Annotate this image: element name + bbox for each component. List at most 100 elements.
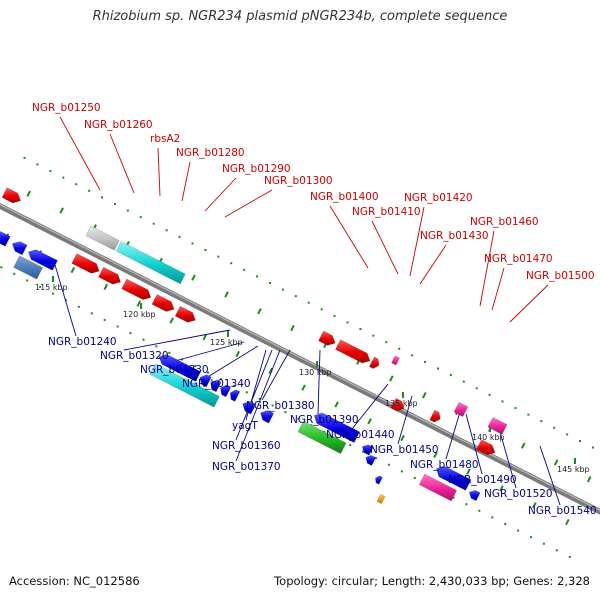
reverse-gene-label: NGR_b01450 [370, 444, 439, 456]
scale-tick [235, 350, 240, 358]
track-dot [320, 308, 323, 311]
forward-gene-label: NGR_b01290 [222, 163, 291, 175]
scale-tick [191, 274, 196, 281]
reverse-gene-label: NGR_b01240 [48, 336, 117, 348]
scale-tick [499, 485, 504, 492]
track-dot [462, 380, 465, 383]
track-dot [449, 374, 452, 377]
gene-cyan [115, 241, 186, 285]
track-dot [284, 411, 287, 414]
forward-leader-line [509, 284, 549, 323]
gene-blue [435, 465, 472, 491]
gene-red [318, 330, 336, 346]
track-dot [39, 286, 42, 289]
track-dot [207, 371, 210, 374]
gene-blue [0, 230, 11, 247]
track-dot [452, 496, 455, 499]
track-dot [530, 536, 533, 539]
track-dot [191, 242, 194, 245]
gene-magenta [453, 401, 469, 417]
reverse-leader-line [499, 431, 517, 489]
track-dot [398, 347, 401, 350]
gene-green [297, 420, 347, 455]
reverse-gene-label: NGR_b01370 [212, 461, 281, 473]
track-dot [116, 325, 119, 328]
track-dot [346, 321, 349, 324]
reverse-leader-line [261, 349, 291, 401]
track-dot [517, 529, 520, 532]
gene-red [390, 397, 405, 412]
track-dot [553, 426, 556, 429]
gene-blue [313, 412, 360, 443]
scale-label: 130 kbp [299, 368, 332, 377]
track-dot [75, 183, 78, 186]
reverse-gene-label: NGR_b01330 [140, 364, 209, 376]
track-dot [501, 400, 504, 403]
track-dot [64, 299, 67, 302]
track-dot [23, 156, 26, 159]
gene-blue [375, 475, 383, 485]
scale-tick [59, 207, 64, 214]
track-dot [88, 189, 91, 192]
track-dot [568, 555, 571, 558]
track-dot [411, 354, 414, 357]
forward-leader-line [491, 267, 505, 311]
scale-tick [553, 459, 559, 466]
track-dot [400, 470, 403, 473]
track-dot [268, 281, 271, 284]
map-title: Rhizobium sp. NGR234 plasmid pNGR234b, c… [92, 9, 508, 24]
gene-blue [210, 379, 222, 393]
reverse-gene-label: NGR_b01340 [182, 378, 251, 390]
forward-leader-line [109, 133, 135, 194]
scale-tick [103, 283, 109, 290]
track-dot [555, 549, 558, 552]
reverse-gene-label: NGR_b01540 [528, 505, 597, 517]
forward-leader-line [59, 116, 101, 191]
track-dot [527, 413, 530, 416]
track-dot [374, 457, 377, 460]
track-dot [540, 420, 543, 423]
track-dot [488, 393, 491, 396]
reverse-gene-label: NGR_b01360 [212, 440, 281, 452]
gene-red [335, 339, 371, 364]
gene-blue [242, 401, 257, 415]
gene-blue [220, 384, 232, 398]
genes-layer [0, 187, 508, 504]
scale-tick [433, 451, 438, 458]
scale-tick [136, 300, 142, 307]
forward-leader-line [181, 161, 191, 202]
track-dot [232, 384, 235, 387]
track-dot [310, 424, 313, 427]
scale-label: 115 kbp [35, 283, 68, 292]
track-dots-layer [0, 156, 594, 558]
gene-blue [27, 249, 58, 271]
forward-leader-line [371, 220, 399, 275]
reverse-gene-label: NGR_b01480 [410, 459, 479, 471]
scale-tick [202, 334, 207, 341]
scale-tick [224, 291, 229, 298]
track-dot [475, 387, 478, 390]
gene-blue [229, 389, 241, 402]
track-dot [491, 516, 494, 519]
gene-orange [376, 493, 386, 504]
forward-gene-label: NGR_b01400 [310, 191, 379, 203]
track-dot [165, 229, 168, 232]
track-dot [204, 249, 207, 252]
forward-gene-label: NGR_b01300 [264, 175, 333, 187]
gene-steel [13, 255, 44, 280]
track-dot [26, 279, 29, 282]
backbone-layer [0, 202, 600, 515]
track-dot [194, 365, 197, 368]
reverse-leader-line [235, 349, 273, 441]
forward-gene-label: NGR_b01250 [32, 102, 101, 114]
gene-cyan [149, 363, 220, 408]
scale-tick [290, 324, 295, 332]
gene-grey [85, 225, 120, 251]
scale-tick [334, 401, 339, 408]
scale-tick [565, 518, 570, 526]
track-dot [359, 328, 362, 331]
track-dot [413, 476, 416, 479]
backbone-line [0, 202, 600, 515]
reverse-gene-label: yagT [232, 420, 258, 432]
reverse-leader-line [445, 411, 461, 460]
